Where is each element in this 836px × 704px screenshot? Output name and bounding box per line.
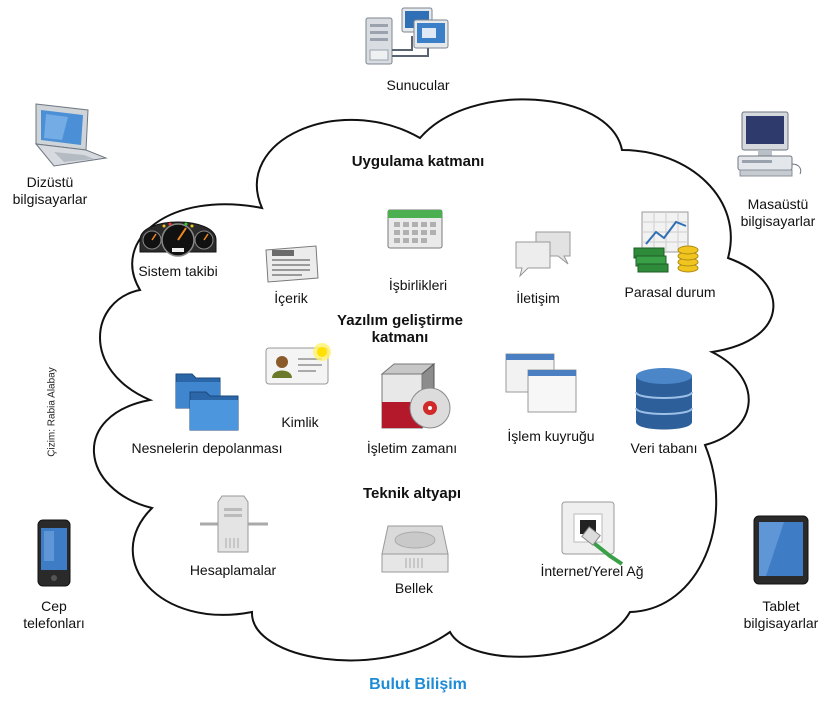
desktops-label-line1: Masaüstü [747, 196, 809, 212]
laptop-icon [34, 103, 108, 167]
database-label: Veri tabanı [630, 440, 698, 456]
phones-label-line2: telefonları [23, 614, 85, 631]
platform-layer-heading-line2: katmanı [371, 329, 429, 347]
finance-chart-icon [633, 211, 699, 273]
id-card-icon [265, 343, 331, 385]
database-icon [635, 368, 693, 430]
phones-label-line1: Cep [41, 598, 67, 614]
network-port-icon [561, 501, 624, 566]
newspaper-icon [265, 245, 319, 283]
platform-layer-heading: Yazılım geliştirme katmanı [337, 312, 463, 347]
tablets-label-line2: bilgisayarlar [743, 614, 819, 631]
finance-label: Parasal durum [624, 284, 716, 300]
desktops-label-line2: bilgisayarlar [740, 212, 816, 229]
servers-icon [365, 7, 449, 65]
hard-drive-icon [381, 525, 449, 573]
tablets-label-line1: Tablet [762, 598, 800, 614]
desktops-label: Masaüstü bilgisayarlar [741, 196, 816, 230]
laptops-label-line1: Dizüstü [26, 174, 74, 190]
collaboration-label: İşbirlikleri [388, 277, 448, 293]
laptops-label-line2: bilgisayarlar [12, 190, 88, 207]
object-storage-label: Nesnelerin depolanması [131, 440, 283, 456]
chat-bubbles-icon [515, 231, 571, 278]
platform-layer-heading-line1: Yazılım geliştirme [337, 312, 463, 329]
content-label: İçerik [274, 290, 308, 306]
server-tower-icon [200, 495, 268, 553]
communication-label: İletişim [516, 290, 560, 306]
phones-label: Cep telefonları [23, 598, 84, 632]
phone-icon [37, 519, 71, 587]
identity-label: Kimlik [281, 414, 319, 430]
tablets-label: Tablet bilgisayarlar [744, 598, 819, 632]
block-storage-label: Bellek [394, 580, 434, 596]
dashboard-icon [139, 221, 217, 257]
network-label: İnternet/Yerel Ağ [540, 563, 644, 579]
calendar-icon [387, 209, 443, 249]
queue-label: İşlem kuyruğu [507, 428, 595, 444]
drawing-credit: Çizim: Rabia Alabay [46, 367, 58, 457]
compute-label: Hesaplamalar [189, 562, 277, 578]
diagram-title: Bulut Bilişim [369, 676, 467, 693]
desktop-icon [737, 111, 802, 177]
servers-label: Sunucular [386, 77, 450, 93]
monitoring-label: Sistem takibi [138, 263, 218, 279]
laptops-label: Dizüstü bilgisayarlar [13, 174, 88, 208]
runtime-label: İşletim zamanı [366, 440, 458, 456]
infrastructure-layer-heading: Teknik altyapı [362, 485, 462, 502]
folders-icon [175, 373, 239, 431]
application-layer-heading: Uygulama katmanı [351, 153, 485, 170]
tablet-icon [753, 515, 809, 585]
windows-queue-icon [505, 353, 577, 413]
software-box-icon [380, 362, 451, 430]
